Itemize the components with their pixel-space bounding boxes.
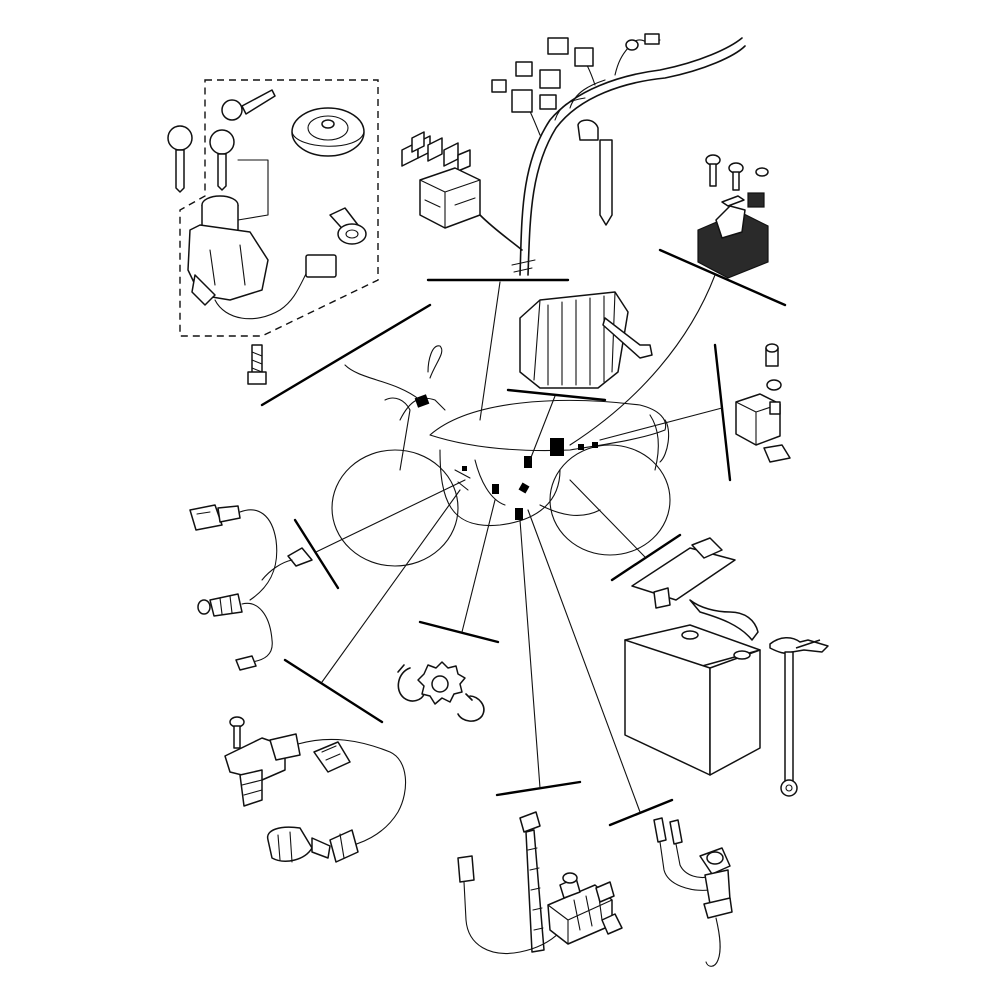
fuse-box-group [401,33,746,276]
engine-block [439,449,561,527]
location-marker-relay [550,438,564,456]
ignition-coil [457,855,623,954]
leader-neutral [527,509,641,813]
leader-fuse [479,281,501,421]
bolt-icon [247,344,267,385]
circlip-left [397,667,425,702]
sensor-plug [197,593,273,671]
mirror [427,345,443,379]
harness-connectors [491,33,661,113]
fuse-icon [401,131,471,172]
motorcycle-outline [331,345,671,567]
leader-main-switch [344,364,421,401]
swingarm [539,504,601,516]
seat-lock [329,207,367,245]
neutral-switch [653,817,733,967]
leader-crank [321,489,461,683]
rear-wheel [549,444,671,556]
ground-lead [577,119,613,226]
gear-icon [417,661,466,705]
fuse-box [419,167,481,229]
leader-signal-relay-bar [713,343,732,482]
fuel-tank-body [429,399,667,452]
leader-lines [260,248,787,827]
leader-coil [519,519,541,789]
switch-wire [214,269,309,320]
location-marker-2 [592,442,598,448]
battery-band [631,537,759,641]
switch-connector [305,254,337,278]
turn-signal-relay [735,343,791,463]
wire-harness [511,37,746,276]
sensor-connector [313,741,351,773]
location-marker-6 [515,508,523,520]
leader-relay-bar [658,248,787,307]
location-marker-7 [462,466,467,471]
leader-circlip [461,499,496,633]
switch-bracket [237,159,269,221]
leader-relay [569,274,716,446]
fuse-lead [479,214,523,251]
fuel-cap-lock [291,107,365,157]
leader-band-bar [610,533,682,582]
main-switch [187,195,269,306]
leader-circlip-bar [418,620,500,644]
leader-crank-bar [283,658,384,724]
engine-fins [454,469,471,491]
battery [624,624,761,776]
oxygen-sensor-leads [189,504,313,671]
leader-sensor-bar [293,518,340,590]
leader-sensor [315,479,466,553]
leader-band [569,479,646,558]
location-marker-1 [578,444,584,450]
circlip-right [457,695,485,722]
main-switch-group [167,79,379,385]
location-marker-4 [492,484,499,494]
leader-coil-bar [495,780,582,797]
main-switch-dashed-boundary [179,79,379,337]
leader-signal-relay [599,407,723,441]
screw-icon [229,716,245,749]
leader-neutral-bar [608,798,674,827]
leader-rectifier-bar [506,388,607,402]
crank-position-sensor [224,716,407,863]
key-icon [167,89,276,193]
cable-tie [519,811,545,953]
location-marker-3 [524,456,532,468]
location-marker-5 [518,482,530,494]
screw-icon [705,154,769,191]
front-fork [384,397,411,471]
starter-relay [697,154,769,279]
leader-main-switch-bar [260,303,432,407]
battery-cable [769,637,829,797]
rectifier-regulator [519,291,653,389]
sensor-coupler [266,826,359,863]
engine-detail [474,459,506,506]
circlip-gear-set [397,661,485,722]
leader-rectifier [529,395,556,461]
location-marker-switch [414,394,430,408]
front-wheel [331,449,459,567]
